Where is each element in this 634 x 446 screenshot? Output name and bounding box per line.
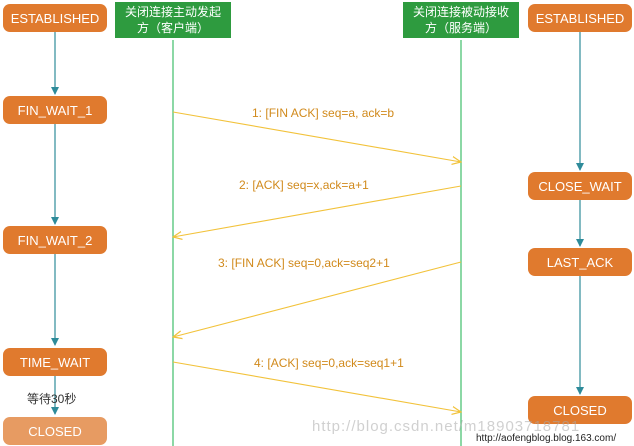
server-state-close-wait: CLOSE_WAIT [528, 172, 632, 200]
client-state-closed: CLOSED [3, 417, 107, 445]
message-step-3: 3: [218, 256, 229, 270]
wait-note: 等待30秒 [27, 392, 77, 406]
message-label-3: 3: [FIN ACK] seq=0,ack=seq2+1 [218, 256, 390, 270]
client-header-line2: 方（客户端） [136, 21, 209, 35]
server-state-closed: CLOSED [528, 396, 632, 424]
server-header: 关闭连接被动接收 方（服务端） [403, 2, 519, 38]
message-step-2: 2: [239, 178, 250, 192]
watermark: http://blog.csdn.net/m18903718781 [312, 418, 581, 435]
message-label-1: 1: [FIN ACK] seq=a, ack=b [252, 106, 394, 120]
client-state-time-wait: TIME_WAIT [3, 348, 107, 376]
message-text-3: [FIN ACK] seq=0,ack=seq2+1 [231, 256, 390, 270]
server-state-last-ack: LAST_ACK [528, 248, 632, 276]
message-label-2: 2: [ACK] seq=x,ack=a+1 [239, 178, 369, 192]
client-state-fin-wait-1: FIN_WAIT_1 [3, 96, 107, 124]
message-text-4: [ACK] seq=0,ack=seq1+1 [267, 356, 404, 370]
message-arrow-1 [172, 111, 461, 162]
message-text-2: [ACK] seq=x,ack=a+1 [252, 178, 369, 192]
client-header-line1: 关闭连接主动发起 [124, 5, 221, 19]
message-arrow-2 [173, 185, 462, 237]
server-state-established: ESTABLISHED [528, 4, 632, 32]
message-step-4: 4: [254, 356, 265, 370]
client-state-fin-wait-2: FIN_WAIT_2 [3, 226, 107, 254]
server-header-line2: 方（服务端） [424, 21, 497, 35]
message-arrow-4 [172, 361, 461, 412]
client-state-established: ESTABLISHED [3, 4, 107, 32]
message-label-4: 4: [ACK] seq=0,ack=seq1+1 [254, 356, 404, 370]
message-step-1: 1: [252, 106, 263, 120]
watermark-url: http://aofengblog.blog.163.com/ [476, 433, 617, 444]
message-arrow-3 [173, 261, 462, 337]
message-text-1: [FIN ACK] seq=a, ack=b [265, 106, 395, 120]
server-header-line1: 关闭连接被动接收 [412, 5, 509, 19]
client-header: 关闭连接主动发起 方（客户端） [115, 2, 231, 38]
